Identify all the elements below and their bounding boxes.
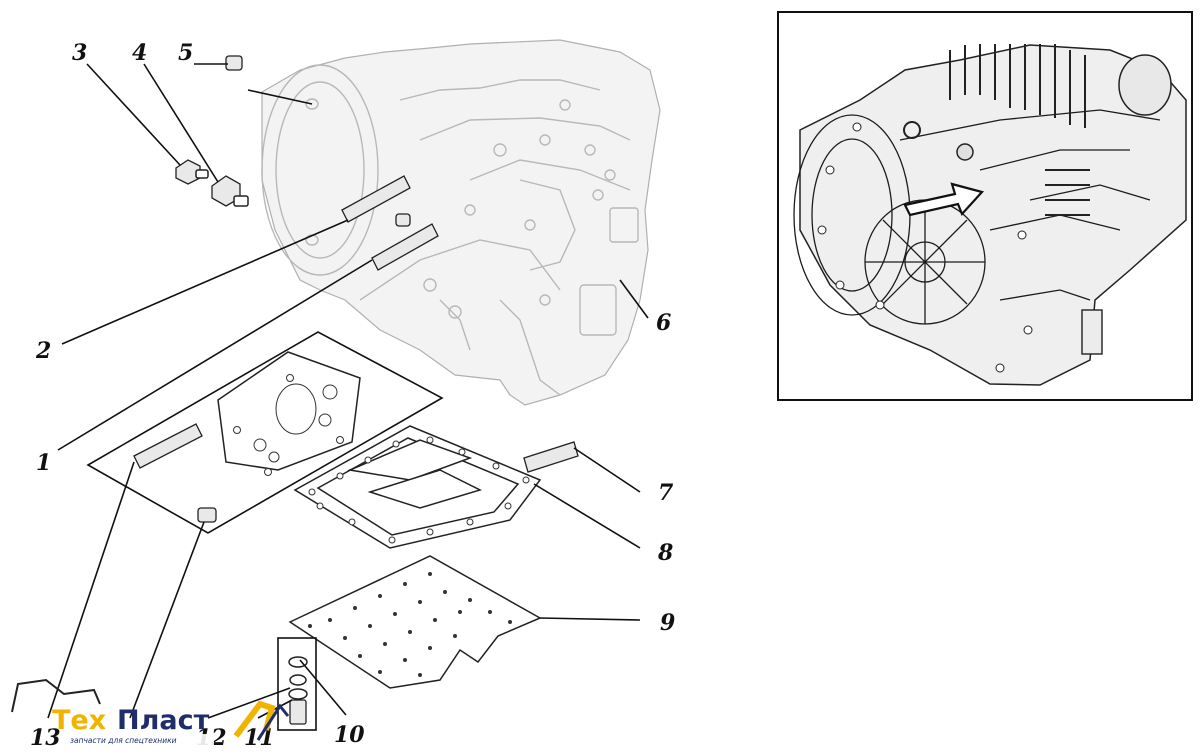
callout-1: 1 — [36, 450, 51, 476]
gasket-assembly-frame — [86, 331, 444, 534]
cover-plate-9 — [288, 555, 542, 689]
studs-and-fittings — [133, 55, 579, 731]
callout-13: 13 — [30, 725, 61, 751]
callout-3: 3 — [72, 40, 87, 66]
transmission-photo-inset — [777, 11, 1193, 401]
callout-8: 8 — [657, 540, 673, 566]
callout-6: 6 — [656, 310, 671, 336]
logo-name-part1: Тех — [52, 705, 106, 736]
callout-numbers: 3 4 5 2 1 6 7 8 9 10 11 12 13 — [30, 40, 675, 751]
callout-9: 9 — [660, 610, 675, 636]
leader-lines — [47, 63, 649, 719]
transmission-housing-ghost — [261, 39, 661, 406]
callout-4: 4 — [132, 40, 147, 66]
location-arrow — [903, 182, 985, 217]
gasket-8 — [293, 425, 542, 549]
logo-name-part2: Пласт — [117, 705, 210, 736]
texplast-logo: Тех Пласт запчасти для спецтехники — [11, 678, 290, 745]
callout-2: 2 — [35, 338, 51, 364]
callout-10: 10 — [334, 722, 365, 748]
callout-7: 7 — [658, 480, 674, 506]
callout-5: 5 — [178, 40, 193, 66]
logo-tagline: запчасти для спецтехники — [70, 736, 177, 745]
